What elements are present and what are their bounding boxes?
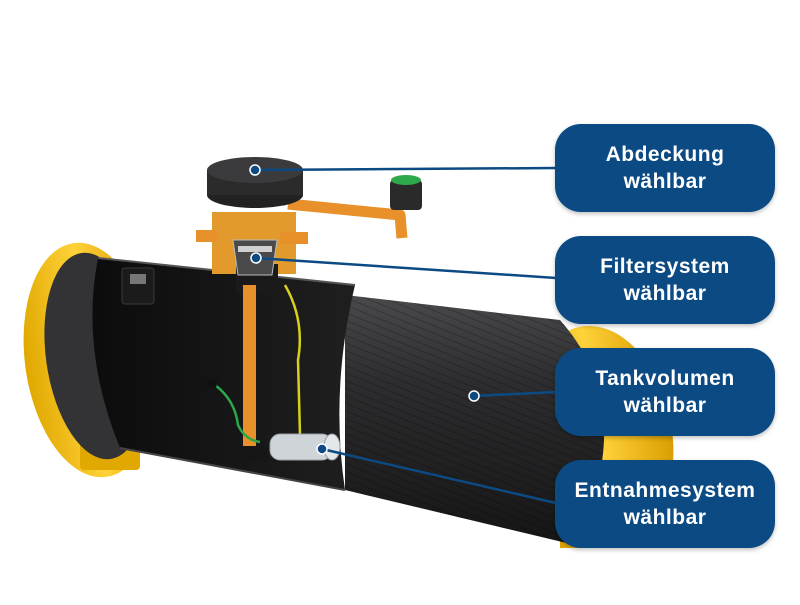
callout-abdeckung: Abdeckung wählbar xyxy=(555,124,775,212)
leader-dot-tankvolumen xyxy=(468,390,480,402)
leader-lines xyxy=(249,164,557,505)
callout-filtersystem-title: Filtersystem xyxy=(600,255,730,278)
callout-entnahmesystem-subtitle: wählbar xyxy=(623,506,707,529)
tank-interior xyxy=(92,257,356,491)
callout-abdeckung-title: Abdeckung xyxy=(605,143,725,166)
callout-filtersystem: Filtersystem wählbar xyxy=(555,236,775,324)
callout-tankvolumen: Tankvolumen wählbar xyxy=(555,348,775,436)
callout-tankvolumen-subtitle: wählbar xyxy=(623,394,707,417)
cables xyxy=(207,284,302,444)
leader-dot-abdeckung xyxy=(249,164,261,176)
leader-dot-filtersystem xyxy=(250,252,262,264)
callout-abdeckung-subtitle: wählbar xyxy=(623,170,707,193)
extraction-pump xyxy=(269,433,341,461)
cover-lid xyxy=(207,157,303,208)
callout-entnahmesystem-title: Entnahmesystem xyxy=(574,479,756,502)
leader-dot-entnahmesystem xyxy=(316,443,328,455)
callout-filtersystem-subtitle: wählbar xyxy=(623,282,707,305)
callout-tankvolumen-title: Tankvolumen xyxy=(595,367,735,390)
tank-body xyxy=(345,295,605,545)
callout-entnahmesystem: Entnahmesystem wählbar xyxy=(555,460,775,548)
